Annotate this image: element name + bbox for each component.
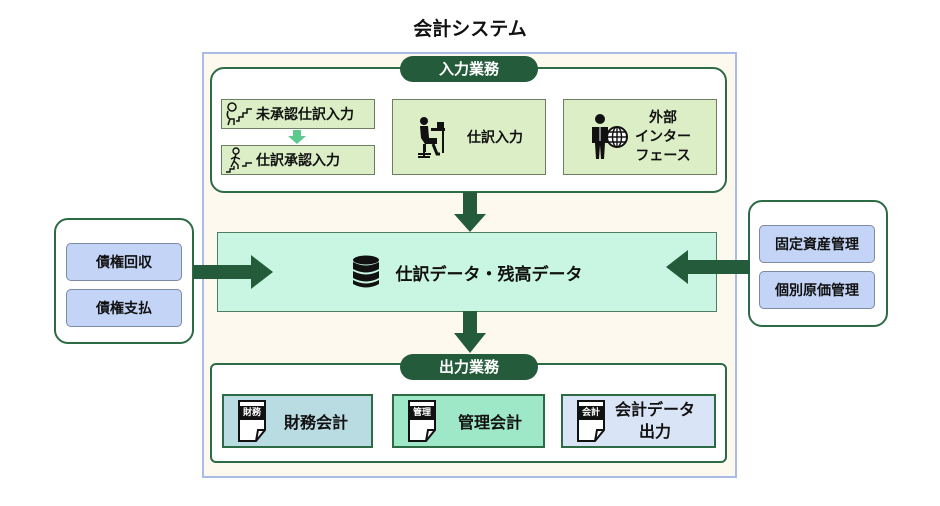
database-icon: [352, 255, 379, 288]
payables-payment-box[interactable]: 債権支払: [66, 289, 182, 327]
external-interface-label-line3: フェース: [635, 147, 691, 164]
left-to-data-arrow: [193, 255, 273, 289]
receivables-collection-box[interactable]: 債権回収: [66, 243, 182, 281]
output-section-label: 出力業務: [400, 354, 538, 380]
external-interface-box[interactable]: 外部 インター フェース: [563, 99, 717, 175]
journal-entry-label: 仕訳入力: [467, 130, 523, 146]
central-data-label: 仕訳データ・残高データ: [395, 264, 583, 285]
diagram-title: 会計システム: [413, 18, 527, 40]
right-to-data-arrow: [666, 250, 750, 284]
data-to-output-arrow: [454, 311, 486, 353]
document-icon-label: 財務: [242, 408, 261, 418]
journal-approval-entry-label: 仕訳承認入力: [256, 153, 340, 169]
unapproved-journal-entry-box[interactable]: 未承認仕訳入力: [221, 99, 375, 129]
fixed-asset-management-box[interactable]: 固定資産管理: [759, 225, 875, 263]
person-globe-icon: [592, 114, 628, 159]
financial-accounting-box[interactable]: 財務 財務会計: [222, 394, 373, 448]
external-interface-label-line1: 外部: [649, 109, 677, 126]
input-to-data-arrow: [454, 192, 486, 232]
document-icon: 会計: [577, 400, 605, 442]
stairs-climbing-icon: [226, 102, 252, 126]
journal-entry-box[interactable]: 仕訳入力: [392, 99, 546, 175]
accounting-data-output-label-line1: 会計データ: [615, 400, 696, 419]
approval-flow-arrow: [288, 130, 306, 144]
external-interface-label-line2: インター: [635, 128, 691, 145]
accounting-data-output-label-line2: 出力: [639, 422, 672, 441]
desk-worker-icon: [418, 117, 445, 158]
document-icon-label: 会計: [581, 408, 600, 418]
input-section-label: 入力業務: [400, 56, 538, 82]
accounting-data-output-box[interactable]: 会計 会計データ 出力: [561, 394, 716, 448]
management-accounting-box[interactable]: 管理 管理会計: [392, 394, 545, 448]
journal-balance-data-store[interactable]: 仕訳データ・残高データ: [217, 232, 717, 312]
unapproved-journal-entry-label: 未承認仕訳入力: [256, 107, 354, 123]
financial-accounting-label: 財務会計: [284, 413, 349, 432]
document-icon: 財務: [238, 400, 266, 442]
stairs-walking-icon: [226, 147, 252, 173]
job-cost-management-box[interactable]: 個別原価管理: [759, 271, 875, 309]
management-accounting-label: 管理会計: [458, 413, 523, 432]
document-icon-label: 管理: [412, 408, 431, 418]
journal-approval-entry-box[interactable]: 仕訳承認入力: [221, 145, 375, 175]
document-icon: 管理: [408, 400, 436, 442]
